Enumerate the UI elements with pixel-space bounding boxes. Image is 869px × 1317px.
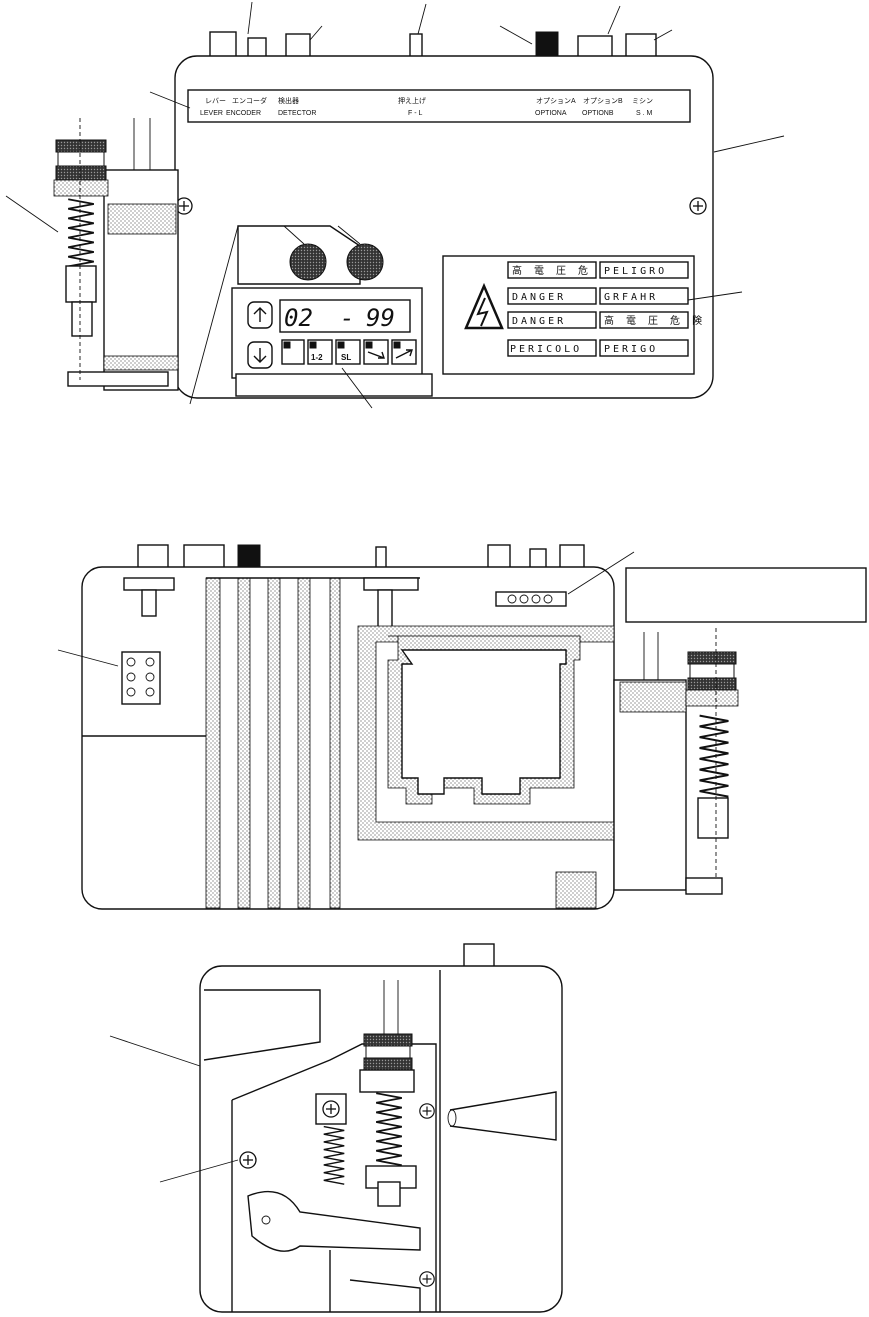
- warning-grfahr: GRFAHR: [604, 292, 658, 303]
- front-view: レバー エンコーダ 検出器 押え上げ オプションA オプションB ミシン LEV…: [5, 1, 785, 409]
- label-fl-jp: 押え上げ: [398, 96, 426, 105]
- callout-box: [625, 567, 867, 623]
- screw-icon: [322, 1100, 340, 1118]
- warning-danger-2: DANGER: [512, 316, 566, 327]
- label-option-a-jp: オプションA: [536, 97, 576, 105]
- key-1-2-label: 1-2: [311, 353, 323, 362]
- right-mechanism: [613, 628, 739, 895]
- key-sl-label: SL: [341, 353, 351, 362]
- warning-jp-1: 高 電 圧 危 険: [512, 264, 613, 277]
- back-top-connectors: [137, 544, 585, 570]
- warning-peligro: PELIGRO: [604, 266, 667, 277]
- warning-perigo: PERIGO: [604, 344, 658, 355]
- warning-pericolo: PERICOLO: [510, 344, 582, 355]
- label-sm-en: S . M: [636, 110, 653, 117]
- high-voltage-icon: [464, 282, 504, 330]
- label-detector-en: DETECTOR: [278, 110, 316, 117]
- display-dash: -: [340, 304, 354, 332]
- label-lever-en: LEVER: [200, 110, 223, 117]
- side-housing: [199, 965, 563, 1313]
- connector-label-strip: [187, 89, 691, 123]
- screw-icon: [419, 1103, 435, 1119]
- warning-plate: 高 電 圧 危 険 PELIGRO DANGER GRFAHR DANGER 高…: [442, 255, 743, 375]
- label-fl-en: F - L: [408, 110, 422, 117]
- label-detector-jp: 検出器: [278, 96, 299, 105]
- spring-icon: [67, 198, 95, 273]
- label-encoder-jp: エンコーダ: [232, 96, 267, 105]
- back-view: [57, 544, 867, 910]
- key-1-2[interactable]: [307, 339, 333, 365]
- left-mechanism: [5, 118, 179, 391]
- spring-icon: [698, 714, 730, 798]
- down-arrow-icon: [253, 348, 267, 363]
- top-connectors: [209, 31, 657, 59]
- label-encoder-en: ENCODER: [226, 110, 261, 117]
- display-digits-left: 02: [284, 304, 313, 332]
- screw-icon: [419, 1271, 435, 1287]
- dial-right[interactable]: [346, 243, 384, 281]
- top-leaders: [247, 1, 673, 45]
- label-lever-jp: レバー: [205, 97, 226, 105]
- label-option-b-en: OPTIONB: [582, 110, 614, 117]
- up-arrow-icon: [253, 307, 267, 322]
- warning-jp-2: 高 電 圧 危 険: [604, 314, 705, 327]
- screw-icon: [239, 1151, 257, 1169]
- label-option-b-jp: オプションB: [583, 97, 623, 105]
- display-digits-right: 99: [366, 304, 395, 332]
- dial-left[interactable]: [289, 243, 327, 281]
- side-view: [109, 943, 563, 1313]
- label-option-a-en: OPTIONA: [535, 110, 567, 117]
- warning-danger-1: DANGER: [512, 292, 566, 303]
- screw-icon: [689, 197, 707, 215]
- label-sm-jp: ミシン: [632, 98, 653, 105]
